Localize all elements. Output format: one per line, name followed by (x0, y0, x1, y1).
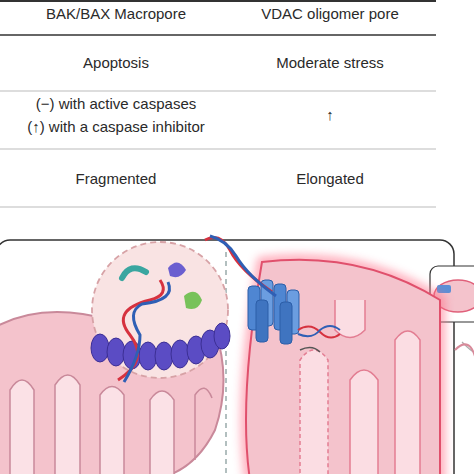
table-cell: Moderate stress (276, 54, 384, 72)
bak-bax-ring (91, 323, 230, 370)
elongated-mitochondrion-path (246, 260, 440, 474)
mtdna-strand-path (124, 282, 170, 382)
table-rules-line (0, 207, 436, 208)
released-mtdna-path (300, 347, 320, 352)
herniated-membrane-circle (92, 242, 228, 378)
vdac-pore-rect (256, 300, 268, 342)
elongated-mitochondrion-path (335, 300, 365, 338)
elongated-mitochondrion-path (395, 331, 420, 474)
vdac-pore-rect (280, 302, 292, 344)
released-proteins-path (184, 292, 202, 309)
fragmented-mitochondrion-path (195, 388, 212, 460)
table-cell: (−) with active caspases (36, 95, 196, 113)
table-cell: VDAC oligomer pore (261, 5, 399, 23)
fragmented-mitochondrion-path (100, 387, 124, 474)
bak-bax-ring-ellipse (91, 334, 109, 362)
zoom-mitochondrion-path (455, 344, 474, 360)
mtdna-strand-path (118, 280, 163, 380)
elongated-mitochondrion-path (300, 350, 328, 474)
table-cell: ↑ (326, 106, 334, 124)
released-proteins-path (168, 262, 186, 277)
bak-bax-ring-ellipse (214, 323, 230, 349)
table-cell: BAK/BAX Macropore (46, 5, 186, 23)
table-rules-line (0, 91, 436, 92)
table-cell: Fragmented (76, 170, 157, 188)
released-mtdna-path (298, 326, 340, 336)
table-rules-line (0, 149, 436, 150)
elongated-mitochondrion-path (246, 260, 440, 474)
bak-bax-ring-ellipse (107, 338, 125, 366)
bak-bax-ring-ellipse (171, 340, 189, 368)
vdac-pore (248, 280, 299, 344)
fragmented-mitochondrion-path (55, 375, 80, 474)
mtdna-strand (118, 280, 170, 382)
released-mtdna-path (210, 236, 276, 296)
table-cell: Apoptosis (83, 54, 149, 72)
released-mtdna-path (298, 326, 340, 337)
released-proteins-path (122, 268, 146, 278)
released-mtdna (205, 236, 340, 352)
table-rules-line (0, 0, 436, 2)
elongated-mitochondrion-path (350, 370, 378, 474)
table-rules-line (0, 34, 436, 36)
fragmented-mitochondrion-path (150, 391, 174, 474)
zoom-mitochondrion-rect (437, 285, 451, 293)
table-rules (0, 1, 436, 207)
fragmented-mitochondrion-path (10, 380, 34, 474)
table-cell: (↑) with a caspase inhibitor (27, 118, 205, 136)
panel-frame-line (225, 252, 227, 474)
bak-bax-ring-ellipse (139, 342, 157, 370)
bak-bax-ring-ellipse (155, 342, 173, 370)
elongated-mitochondrion (246, 260, 440, 474)
table-cell: Elongated (296, 170, 364, 188)
herniated-membrane (92, 242, 228, 378)
